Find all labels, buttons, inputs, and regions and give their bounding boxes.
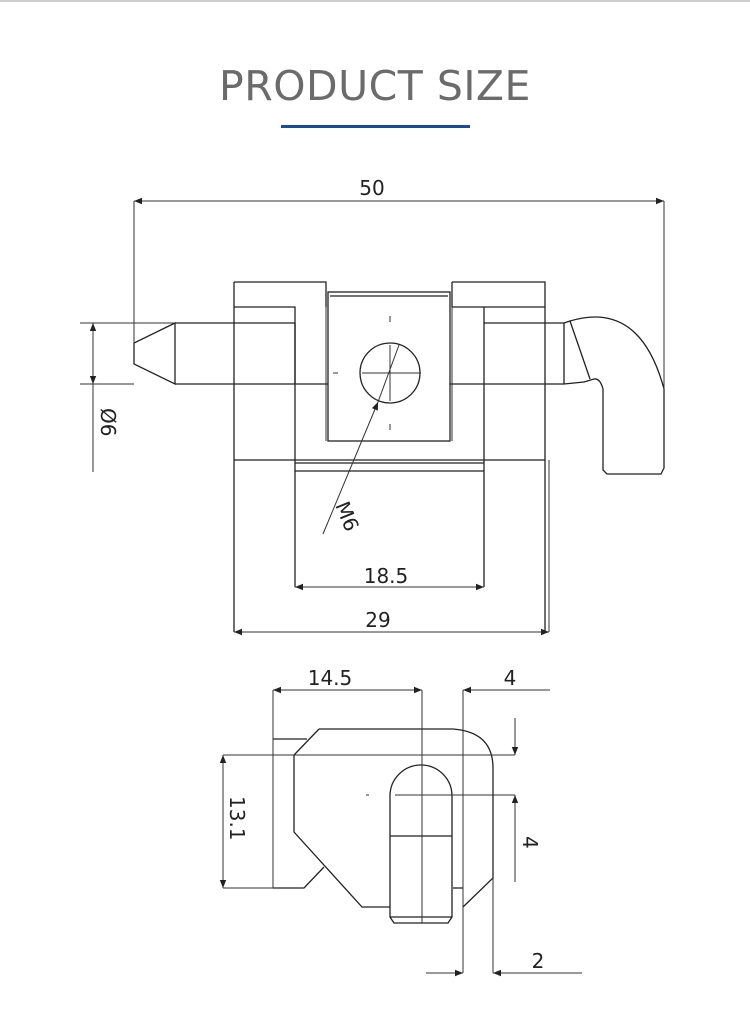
page-title: PRODUCT SIZE [219,62,531,110]
dim-overall-length: 50 [133,176,665,389]
dim-4-top-label: 4 [504,666,517,690]
dim-horizontal-offset: 14.5 [273,666,422,694]
side-pin [389,764,453,924]
dim-50-label: 50 [359,176,384,200]
right-pin-hook [450,316,665,475]
left-pin [133,321,328,386]
dim-2-label: 2 [532,949,545,973]
lower-band [295,459,484,472]
title-underline [281,125,470,128]
dim-wall-thickness: 2 [426,949,582,977]
top-border [0,0,750,2]
side-view: 14.5 4 13.1 4 2 [219,666,582,977]
dim-inner-width: 18.5 [295,564,484,591]
center-nut [325,291,453,442]
dim-13-1-label: 13.1 [225,796,249,841]
dim-29-label: 29 [365,608,390,632]
dim-body-width: 29 [234,460,550,636]
dim-pin-diameter: Ø6 [80,322,175,472]
extension-lines [223,690,515,973]
left-block [233,281,327,632]
dim-18-5-label: 18.5 [364,564,409,588]
right-block [451,281,546,632]
dim-height: 13.1 [219,755,249,888]
dim-diameter-label: Ø6 [96,408,120,436]
front-view: 50 Ø6 M6 18.5 29 [80,176,665,636]
dim-4-right-label: 4 [518,836,542,849]
dim-top-offset: 4 [463,666,550,694]
center-marks [333,316,421,430]
dim-vertical-offset: 4 [511,718,542,882]
dim-14-5-label: 14.5 [308,666,353,690]
side-body [273,728,494,908]
